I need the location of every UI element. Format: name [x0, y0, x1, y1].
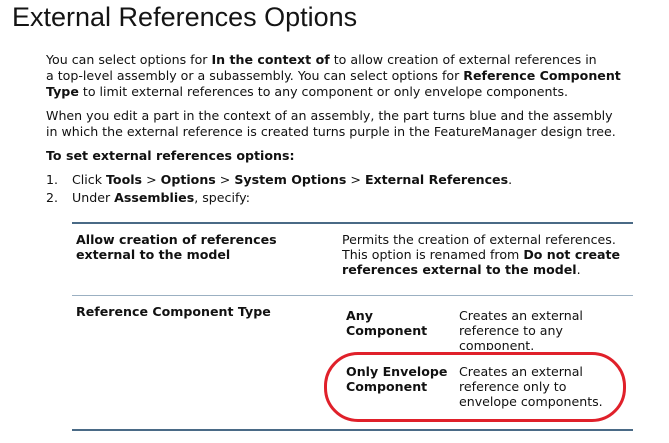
- menu-tools: Tools: [106, 172, 143, 187]
- intro-text: You can select options for: [46, 52, 212, 67]
- option-label-allow-external: Allow creation of references external to…: [76, 232, 277, 262]
- label-line: Allow creation of references: [76, 232, 277, 247]
- desc-old-name: Do not create: [523, 247, 621, 262]
- suboption-label-envelope: Only Envelope Component: [346, 364, 447, 394]
- label-line: external to the model: [76, 247, 231, 262]
- step-text-plain: .: [508, 172, 513, 187]
- desc-line: This option is renamed from: [342, 247, 524, 262]
- intro-text: to allow creation of external references…: [329, 52, 597, 67]
- table-top-rule: [72, 222, 633, 224]
- intro-text: to limit external references to any comp…: [78, 84, 569, 99]
- intro-bold-type: Type: [46, 84, 79, 99]
- table-row-divider: [72, 295, 633, 296]
- menu-separator: >: [142, 172, 161, 187]
- label-line: Component: [346, 379, 428, 394]
- desc-line: reference only to: [459, 379, 567, 394]
- intro-text: a top-level assembly or a subassembly. Y…: [46, 68, 464, 83]
- context-line: When you edit a part in the context of a…: [46, 108, 613, 123]
- option-desc-allow-external: Permits the creation of external referen…: [342, 232, 620, 277]
- suboption-desc-envelope: Creates an external reference only to en…: [459, 364, 603, 409]
- menu-separator: >: [346, 172, 365, 187]
- intro-paragraph: You can select options for In the contex…: [46, 52, 646, 100]
- context-paragraph: When you edit a part in the context of a…: [46, 108, 646, 140]
- step-text-plain: Under: [72, 190, 115, 205]
- step-text-plain: , specify:: [194, 190, 250, 205]
- step-number: 2.: [46, 190, 59, 205]
- table-bottom-rule: [72, 429, 633, 431]
- page-title: External References Options: [12, 2, 358, 32]
- desc-line: component.: [459, 338, 535, 350]
- suboption-label-any: Any Component: [346, 308, 427, 338]
- step-text: Under Assemblies, specify:: [72, 190, 250, 206]
- desc-line: Permits the creation of external referen…: [342, 232, 616, 247]
- label-line: Only Envelope: [346, 364, 448, 379]
- suboption-desc-any: Creates an external reference to any com…: [459, 308, 583, 350]
- step-number: 1.: [46, 172, 59, 187]
- label-line: Any: [346, 308, 373, 323]
- section-assemblies: Assemblies: [114, 190, 195, 205]
- steps-heading: To set external references options:: [46, 148, 295, 163]
- desc-line: .: [576, 262, 581, 277]
- context-line: in which the external reference is creat…: [46, 124, 616, 139]
- menu-external-references: External References: [364, 172, 509, 187]
- desc-line: envelope components.: [459, 394, 603, 409]
- menu-system-options: System Options: [234, 172, 347, 187]
- menu-options: Options: [160, 172, 216, 187]
- desc-line: Creates an external: [459, 308, 583, 323]
- desc-line: Creates an external: [459, 364, 583, 379]
- label-line: Component: [346, 323, 428, 338]
- intro-bold-context: In the context of: [211, 52, 330, 67]
- step-text-plain: Click: [72, 172, 107, 187]
- highlight-annotation: [324, 352, 626, 422]
- desc-line: reference to any: [459, 323, 563, 338]
- step-text: Click Tools > Options > System Options >…: [72, 172, 512, 188]
- option-label-ref-component-type: Reference Component Type: [76, 304, 271, 319]
- menu-separator: >: [215, 172, 235, 187]
- desc-old-name: references external to the model: [342, 262, 577, 277]
- intro-bold-ref-component: Reference Component: [463, 68, 621, 83]
